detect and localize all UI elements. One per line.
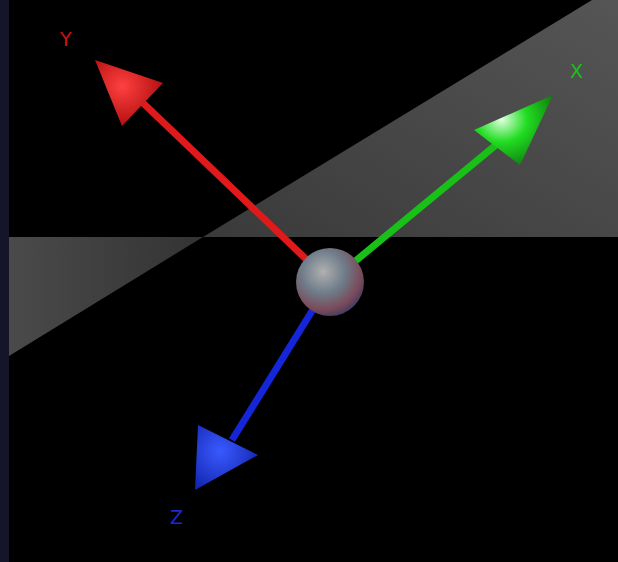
axis-label: X (570, 62, 583, 81)
axis-label: Y (60, 30, 72, 49)
axis-label: Z (170, 508, 183, 527)
